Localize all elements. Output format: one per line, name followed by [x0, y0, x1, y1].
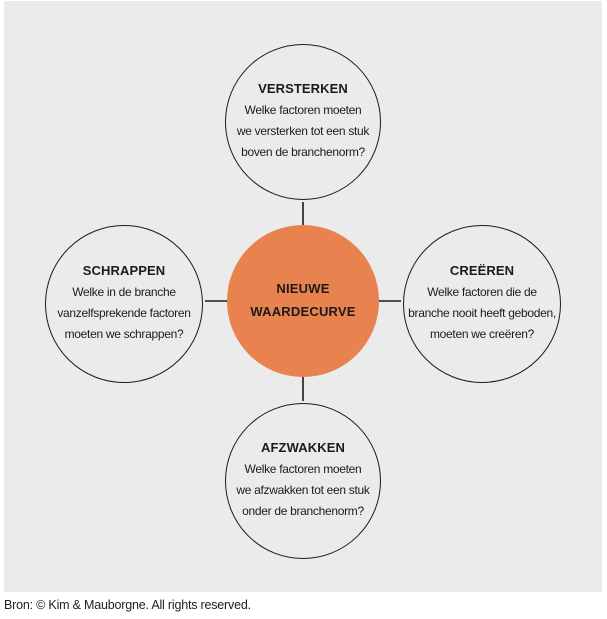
circle-schrappen-title: SCHRAPPEN	[82, 263, 166, 278]
circle-schrappen-body: Welke in de branche vanzelfsprekende fac…	[57, 285, 191, 341]
circle-creeren: CREËREN Welke factoren die de branche no…	[403, 225, 561, 383]
circle-nieuwe-waardecurve-title: NIEUWE WAARDECURVE	[250, 281, 356, 319]
circle-afzwakken: AFZWAKKEN Welke factoren moeten we afzwa…	[225, 403, 381, 559]
circle-versterken: VERSTERKEN Welke factoren moeten we vers…	[225, 44, 381, 200]
circle-afzwakken-title: AFZWAKKEN	[261, 440, 345, 455]
circle-versterken-body: Welke factoren moeten we versterken tot …	[236, 103, 370, 159]
circle-afzwakken-body: Welke factoren moeten we afzwakken tot e…	[236, 462, 370, 518]
circle-creeren-title: CREËREN	[449, 263, 515, 278]
circle-schrappen: SCHRAPPEN Welke in de branche vanzelfspr…	[45, 225, 203, 383]
circle-nieuwe-waardecurve: NIEUWE WAARDECURVE	[227, 225, 379, 377]
circle-creeren-body: Welke factoren die de branche nooit heef…	[408, 285, 556, 341]
diagram-panel: VERSTERKEN Welke factoren moeten we vers…	[4, 1, 602, 592]
circle-versterken-title: VERSTERKEN	[258, 81, 348, 96]
source-attribution: Bron: © Kim & Mauborgne. All rights rese…	[4, 598, 251, 612]
